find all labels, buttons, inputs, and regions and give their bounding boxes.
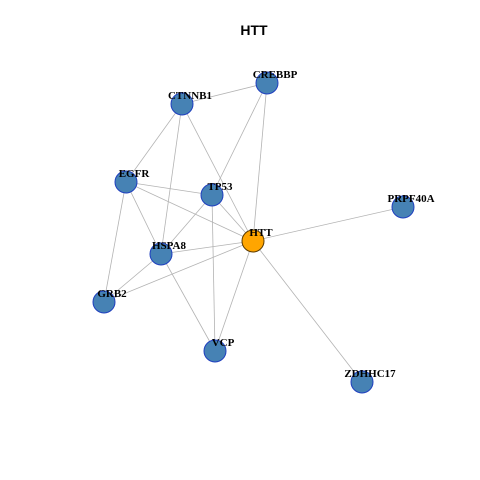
- node-htt: [241, 229, 265, 253]
- node-hspa8: [149, 242, 173, 266]
- edge-crebbp-htt: [252, 82, 268, 242]
- edge-htt-prpf40a: [252, 206, 404, 242]
- edge-ctnnb1-hspa8: [160, 103, 183, 255]
- node-label-grb2: GRB2: [97, 288, 127, 300]
- edge-htt-zdhhc17: [252, 240, 363, 383]
- node-label-htt: HTT: [249, 227, 273, 239]
- edge-egfr-hspa8: [125, 181, 162, 255]
- node-tp53: [200, 183, 224, 207]
- edge-hspa8-vcp: [160, 253, 216, 352]
- node-label-tp53: TP53: [207, 181, 233, 193]
- node-zdhhc17: [350, 370, 374, 394]
- edge-egfr-htt: [125, 181, 254, 242]
- edge-htt-vcp: [214, 240, 254, 352]
- edge-egfr-tp53: [125, 181, 213, 196]
- node-label-ctnnb1: CTNNB1: [168, 90, 212, 102]
- node-prpf40a: [391, 195, 415, 219]
- node-label-egfr: EGFR: [119, 168, 151, 180]
- edge-htt-grb2: [103, 240, 254, 303]
- node-label-zdhhc17: ZDHHC17: [344, 368, 396, 380]
- node-label-vcp: VCP: [212, 337, 235, 349]
- node-egfr: [114, 170, 138, 194]
- edge-tp53-hspa8: [160, 194, 213, 255]
- edge-crebbp-tp53: [211, 82, 268, 196]
- node-label-hspa8: HSPA8: [152, 240, 187, 252]
- node-vcp: [203, 339, 227, 363]
- edge-ctnnb1-crebbp: [181, 82, 268, 105]
- nodes: [92, 71, 415, 394]
- node-grb2: [92, 290, 116, 314]
- node-crebbp: [255, 71, 279, 95]
- edge-tp53-vcp: [211, 194, 216, 352]
- edge-ctnnb1-egfr: [125, 103, 183, 183]
- edge-htt-hspa8: [160, 240, 254, 255]
- node-label-prpf40a: PRPF40A: [387, 193, 434, 205]
- edge-egfr-grb2: [103, 181, 127, 303]
- node-label-crebbp: CREBBP: [253, 69, 298, 81]
- edge-hspa8-grb2: [103, 253, 162, 303]
- diagram-title: HTT: [240, 22, 268, 38]
- node-ctnnb1: [170, 92, 194, 116]
- edge-ctnnb1-htt: [181, 103, 254, 242]
